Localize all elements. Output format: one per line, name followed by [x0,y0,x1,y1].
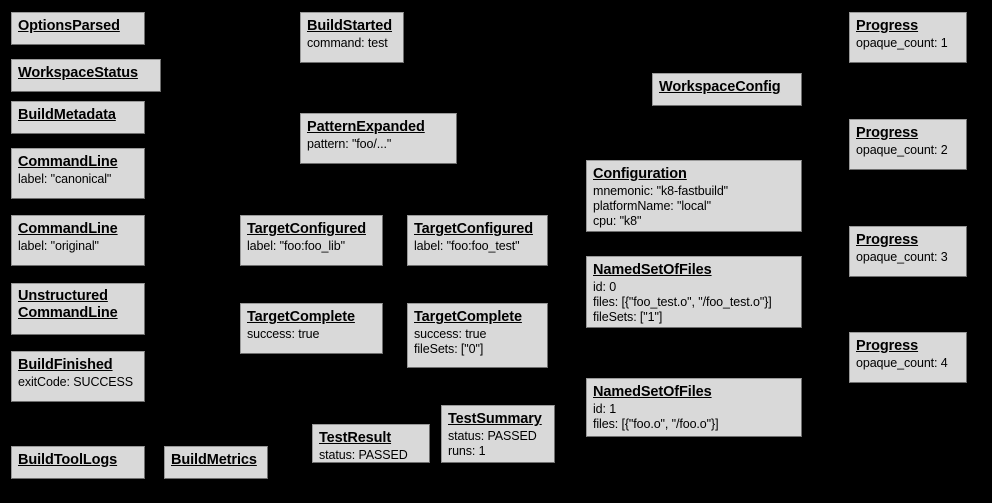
event-node-fields: opaque_count: 2 [856,143,948,158]
event-node-fields: pattern: "foo/..." [307,137,392,152]
event-node-test-result[interactable]: TestResult status: PASSED [312,424,430,463]
event-node-test-summary[interactable]: TestSummary status: PASSED runs: 1 [441,405,555,463]
event-node-title: TargetComplete [247,309,355,325]
event-node-title: CommandLine [18,221,118,237]
event-node-fields: command: test [307,36,388,51]
event-node-fields: status: PASSED [319,448,408,463]
event-node-target-configured-test[interactable]: TargetConfigured label: "foo:foo_test" [407,215,548,266]
event-node-title: OptionsParsed [18,18,120,34]
event-node-progress-3[interactable]: Progress opaque_count: 3 [849,226,967,277]
event-node-title: TargetConfigured [414,221,533,237]
event-node-title: TargetComplete [414,309,522,325]
event-node-title: Progress [856,338,919,354]
event-node-fields: id: 1 files: [{"foo.o", "/foo.o"}] [593,402,719,431]
event-node-fields: label: "canonical" [18,172,112,187]
event-node-pattern-expanded[interactable]: PatternExpanded pattern: "foo/..." [300,113,457,164]
event-node-fields: label: "original" [18,239,99,254]
event-node-title: NamedSetOfFiles [593,262,712,278]
event-node-progress-4[interactable]: Progress opaque_count: 4 [849,332,967,383]
event-node-title: Configuration [593,166,687,182]
event-node-title: TestSummary [448,411,542,427]
event-node-title: Progress [856,18,919,34]
event-node-title: NamedSetOfFiles [593,384,712,400]
event-node-title: Progress [856,232,919,248]
event-node-fields: opaque_count: 3 [856,250,948,265]
event-node-fields: status: PASSED runs: 1 [448,429,537,458]
event-node-command-line-original[interactable]: CommandLine label: "original" [11,215,145,266]
event-node-fields: id: 0 files: [{"foo_test.o", "/foo_test.… [593,280,772,324]
event-node-title: BuildMetadata [18,107,116,123]
event-node-title: BuildFinished [18,357,113,373]
event-node-unstructured-cmdline[interactable]: Unstructured CommandLine [11,283,145,335]
event-node-title: BuildToolLogs [18,452,118,468]
event-node-build-metrics[interactable]: BuildMetrics [164,446,268,479]
event-node-build-tool-logs[interactable]: BuildToolLogs [11,446,145,479]
event-node-named-set-1[interactable]: NamedSetOfFiles id: 1 files: [{"foo.o", "… [586,378,802,437]
event-node-command-line-canonical[interactable]: CommandLine label: "canonical" [11,148,145,199]
event-node-title: BuildStarted [307,18,393,34]
event-node-target-complete-test[interactable]: TargetComplete success: true fileSets: ["… [407,303,548,368]
event-node-fields: exitCode: SUCCESS [18,375,134,390]
event-node-progress-2[interactable]: Progress opaque_count: 2 [849,119,967,170]
event-node-target-configured-lib[interactable]: TargetConfigured label: "foo:foo_lib" [240,215,383,266]
event-node-fields: success: true fileSets: ["0"] [414,327,487,356]
event-node-title: Progress [856,125,919,141]
event-node-workspace-status[interactable]: WorkspaceStatus [11,59,161,92]
event-node-fields: success: true [247,327,320,342]
event-node-named-set-0[interactable]: NamedSetOfFiles id: 0 files: [{"foo_test.… [586,256,802,328]
event-node-title: TargetConfigured [247,221,366,237]
event-node-fields: opaque_count: 1 [856,36,948,51]
event-node-target-complete-lib[interactable]: TargetComplete success: true [240,303,383,354]
event-node-options-parsed[interactable]: OptionsParsed [11,12,145,45]
event-node-workspace-config[interactable]: WorkspaceConfig [652,73,802,106]
event-node-build-metadata[interactable]: BuildMetadata [11,101,145,134]
event-node-title: WorkspaceStatus [18,65,138,81]
event-node-fields: label: "foo:foo_lib" [247,239,345,254]
event-node-fields: label: "foo:foo_test" [414,239,520,254]
event-node-title: Unstructured CommandLine [18,288,118,322]
event-node-title: CommandLine [18,154,118,170]
event-node-fields: mnemonic: "k8-fastbuild" platformName: "… [593,184,729,228]
event-node-progress-1[interactable]: Progress opaque_count: 1 [849,12,967,63]
event-node-fields: opaque_count: 4 [856,356,948,371]
event-node-title: BuildMetrics [171,452,257,468]
event-node-title: WorkspaceConfig [659,79,781,95]
event-node-configuration[interactable]: Configuration mnemonic: "k8-fastbuild" pl… [586,160,802,232]
event-node-title: PatternExpanded [307,119,425,135]
event-node-build-started[interactable]: BuildStarted command: test [300,12,404,63]
event-node-build-finished[interactable]: BuildFinished exitCode: SUCCESS [11,351,145,402]
event-node-title: TestResult [319,430,392,446]
